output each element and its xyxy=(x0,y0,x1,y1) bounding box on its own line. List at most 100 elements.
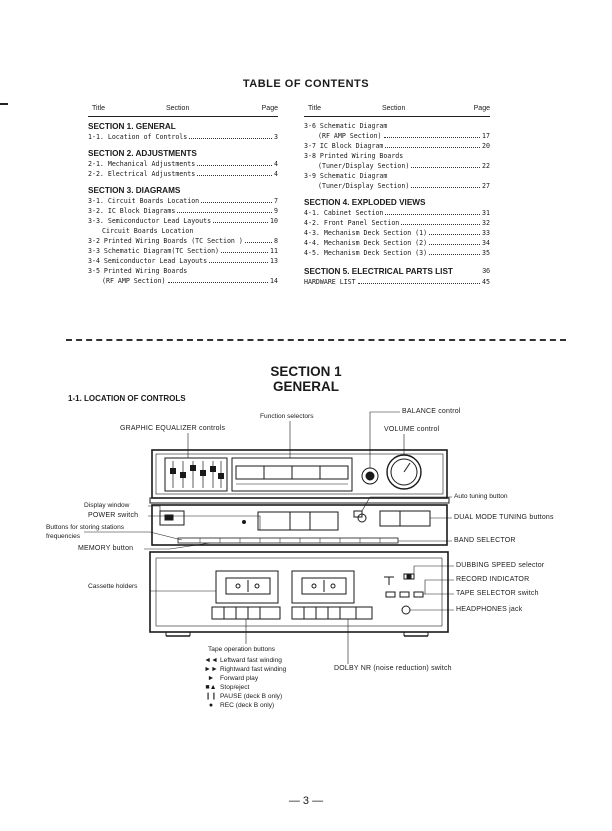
toc-section-5-heading[interactable]: SECTION 5. ELECTRICAL PARTS LIST 36 xyxy=(304,266,490,277)
toc-title: TABLE OF CONTENTS xyxy=(242,78,370,90)
entry-title: 2-1. Mechanical Adjustments xyxy=(88,160,196,168)
legend-text: Leftward fast winding xyxy=(220,657,282,664)
entry-page: 34 xyxy=(482,239,490,247)
toc-entry[interactable]: (Tuner/Display Section)27 xyxy=(304,181,490,191)
entry-page: 32 xyxy=(482,219,490,227)
toc-entry[interactable]: 3-1. Circuit Boards Location 7 xyxy=(88,196,278,206)
entry-title: 4-1. Cabinet Section xyxy=(304,209,384,217)
toc-entry[interactable]: (RF AMP Section)17 xyxy=(304,131,490,141)
label-dubbing-speed: DUBBING SPEED selector xyxy=(456,562,545,569)
legend-row: ■▲Stop/eject xyxy=(202,683,286,692)
label-memory-button: MEMORY button xyxy=(78,545,134,552)
legend-text: Forward play xyxy=(220,675,259,682)
toc-entry[interactable]: 4-4. Mechanism Deck Section (2) 34 xyxy=(304,238,490,248)
toc-section-1-heading: SECTION 1. GENERAL xyxy=(88,122,176,131)
toc-right-column: Title Section Page 3-6 Schematic Diagram… xyxy=(304,104,490,287)
cassette-holder-b xyxy=(291,570,355,604)
section-title-line1: SECTION 1 xyxy=(270,364,342,379)
entry-title: 3-5 Printed Wiring Boards xyxy=(88,267,188,275)
toc-left-column: Title Section Page SECTION 1. GENERAL 1-… xyxy=(88,104,278,286)
toc-entry[interactable]: (RF AMP Section)14 xyxy=(88,276,278,286)
graphic-equalizer-panel xyxy=(164,457,228,492)
entry-title: 3-1. Circuit Boards Location xyxy=(88,197,200,205)
entry-page: 45 xyxy=(482,278,490,286)
entry-title: 3-2 Printed Wiring Boards (TC Section ) xyxy=(88,237,243,245)
entry-title: 3-3. Semiconductor Lead Layouts xyxy=(88,217,212,225)
entry-title: 4-3. Mechanism Deck Section (1) xyxy=(304,229,428,237)
entry-title: 3-8 Printed Wiring Boards xyxy=(304,152,404,160)
label-dual-mode-tuning: DUAL MODE TUNING buttons xyxy=(454,514,554,521)
legend-row: ● REC (deck B only) xyxy=(202,701,286,710)
header-page: Page xyxy=(261,105,278,112)
entry-title: HARDWARE LIST xyxy=(304,278,356,286)
label-display-window: Display window xyxy=(84,502,130,509)
fast-forward-icon: ►► xyxy=(204,666,218,673)
page-number: — 3 — xyxy=(288,795,324,807)
entry-title: 3-6 Schematic Diagram xyxy=(304,122,388,130)
toc-header-left: Title Section Page xyxy=(88,104,278,117)
display-window-panel xyxy=(257,511,339,531)
label-storing-buttons-cont: frequencies xyxy=(46,533,81,540)
cassette-deck-unit xyxy=(149,551,449,633)
section-title-line2: GENERAL xyxy=(272,379,339,394)
legend-row: ◄◄Leftward fast winding xyxy=(202,656,286,665)
label-tape-operation: Tape operation buttons xyxy=(208,646,276,653)
toc-entry[interactable]: 2-1. Mechanical Adjustments 4 xyxy=(88,159,278,169)
toc-entry[interactable]: 3-3. Semiconductor Lead Layouts 10 xyxy=(88,216,278,226)
section-1-title: SECTION 1 GENERAL xyxy=(0,364,612,394)
toc-section-4-heading: SECTION 4. EXPLODED VIEWS xyxy=(304,198,426,207)
toc-entry[interactable]: HARDWARE LIST 45 xyxy=(304,277,490,287)
label-storing-buttons: Buttons for storing stations xyxy=(46,524,125,531)
legend-row: ► Forward play xyxy=(202,674,286,683)
entry-page: 36 xyxy=(482,268,490,275)
entry-page: 35 xyxy=(482,249,490,257)
header-section: Section xyxy=(382,105,406,112)
entry-page: 10 xyxy=(270,217,278,225)
label-headphones: HEADPHONES jack xyxy=(456,606,523,613)
entry-page: 7 xyxy=(274,197,278,205)
label-tape-selector: TAPE SELECTOR switch xyxy=(456,590,539,597)
label-graphic-equalizer: GRAPHIC EQUALIZER controls xyxy=(120,425,226,432)
entry-page: 20 xyxy=(482,142,490,150)
legend-text: REC (deck B only) xyxy=(220,702,275,709)
entry-page: 33 xyxy=(482,229,490,237)
toc-section-2-heading: SECTION 2. ADJUSTMENTS xyxy=(88,149,197,158)
record-icon: ● xyxy=(208,702,214,709)
label-function-selectors: Function selectors xyxy=(260,413,314,420)
entry-page: 14 xyxy=(270,277,278,285)
header-title: Title xyxy=(92,105,105,112)
toc-header-right: Title Section Page xyxy=(304,104,490,117)
toc-entry[interactable]: 3-7 IC Block Diagram 20 xyxy=(304,141,490,151)
tape-operation-legend: ◄◄Leftward fast winding ►►Rightward fast… xyxy=(202,656,286,710)
entry-title: 3-4 Semiconductor Lead Layouts xyxy=(88,257,208,265)
entry-page: 17 xyxy=(482,132,490,140)
toc-entry[interactable]: 4-5. Mechanism Deck Section (3)35 xyxy=(304,248,490,258)
toc-entry[interactable]: 3-2 Printed Wiring Boards (TC Section )8 xyxy=(88,236,278,246)
entry-page: 31 xyxy=(482,209,490,217)
label-dolby-nr: DOLBY NR (noise reduction) switch xyxy=(334,665,452,672)
entry-title: SECTION 5. ELECTRICAL PARTS LIST xyxy=(304,267,453,276)
toc-entry[interactable]: 3-3 Schematic Diagram(TC Section)11 xyxy=(88,246,278,256)
toc-entry[interactable]: 4-1. Cabinet Section 31 xyxy=(304,208,490,218)
legend-text: Stop/eject xyxy=(220,684,250,691)
entry-page: 4 xyxy=(274,170,278,178)
entry-title: 3-7 IC Block Diagram xyxy=(304,142,384,150)
margin-mark xyxy=(0,103,8,105)
entry-title: (Tuner/Display Section) xyxy=(318,162,410,170)
section-divider xyxy=(66,339,566,341)
entry-page: 27 xyxy=(482,182,490,190)
entry-title: 4-4. Mechanism Deck Section (2) xyxy=(304,239,428,247)
entry-page: 22 xyxy=(482,162,490,170)
play-icon: ► xyxy=(207,675,215,682)
toc-entry[interactable]: 4-3. Mechanism Deck Section (1) 33 xyxy=(304,228,490,238)
entry-page: 4 xyxy=(274,160,278,168)
location-of-controls-heading: 1-1. LOCATION OF CONTROLS xyxy=(68,394,186,403)
label-balance: BALANCE control xyxy=(402,408,461,415)
toc-entry[interactable]: (Tuner/Display Section) 22 xyxy=(304,161,490,171)
